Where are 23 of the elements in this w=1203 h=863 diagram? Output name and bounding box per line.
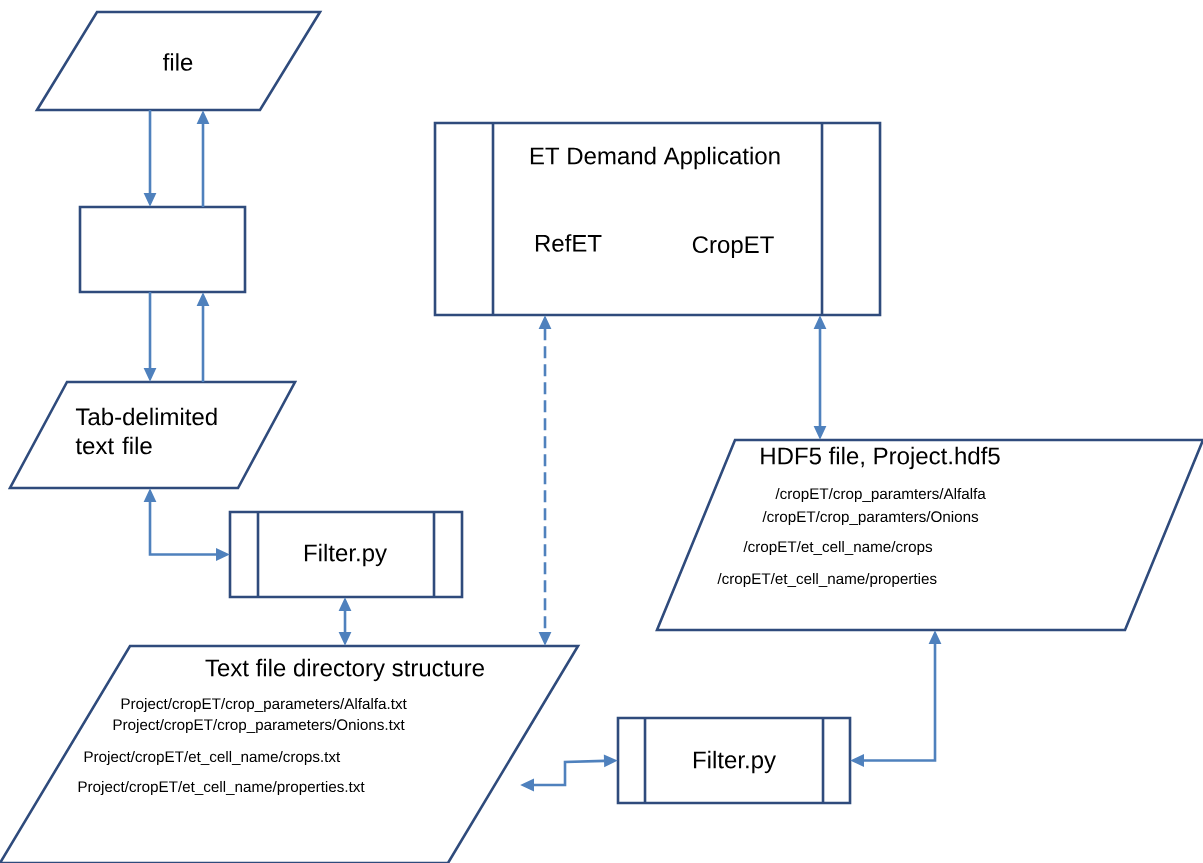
subprocess-box (616, 716, 852, 805)
node-heading: Tab-delimited text file (75, 407, 217, 455)
node-heading: CropET (692, 236, 774, 258)
process-box (78, 205, 247, 294)
file-path: Project/cropET/et_cell_name/properties.txt (78, 780, 365, 796)
node-heading: Filter.py (694, 750, 776, 774)
file-path: Project/cropET/et_cell_name/crops.txt (84, 750, 341, 766)
node-heading: HDF5 file, Project.hdf5 (761, 446, 1000, 470)
node-heading: ET Demand Application (530, 146, 780, 170)
file-path: Project/cropET/crop_parameters/Alfalfa.txt (121, 697, 407, 713)
file-path: /cropET/crop_paramters/Alfalfa (775, 487, 986, 503)
data-parallelogram (655, 438, 1203, 632)
node-heading: Filter.py (304, 543, 387, 567)
file-path: /cropET/crop_paramters/Onions (762, 510, 979, 526)
node-heading: file (163, 53, 193, 71)
file-path: /cropET/et_cell_name/crops (743, 540, 933, 556)
node-heading: Text file directory structure (205, 658, 484, 682)
data-parallelogram (0, 644, 581, 863)
subprocess-box (433, 121, 882, 317)
file-path: /cropET/et_cell_name/properties (717, 572, 937, 588)
subprocess-box (228, 510, 464, 599)
node-heading: RefET (536, 234, 602, 252)
file-path: Project/cropET/crop_parameters/Onions.txt (113, 718, 405, 734)
